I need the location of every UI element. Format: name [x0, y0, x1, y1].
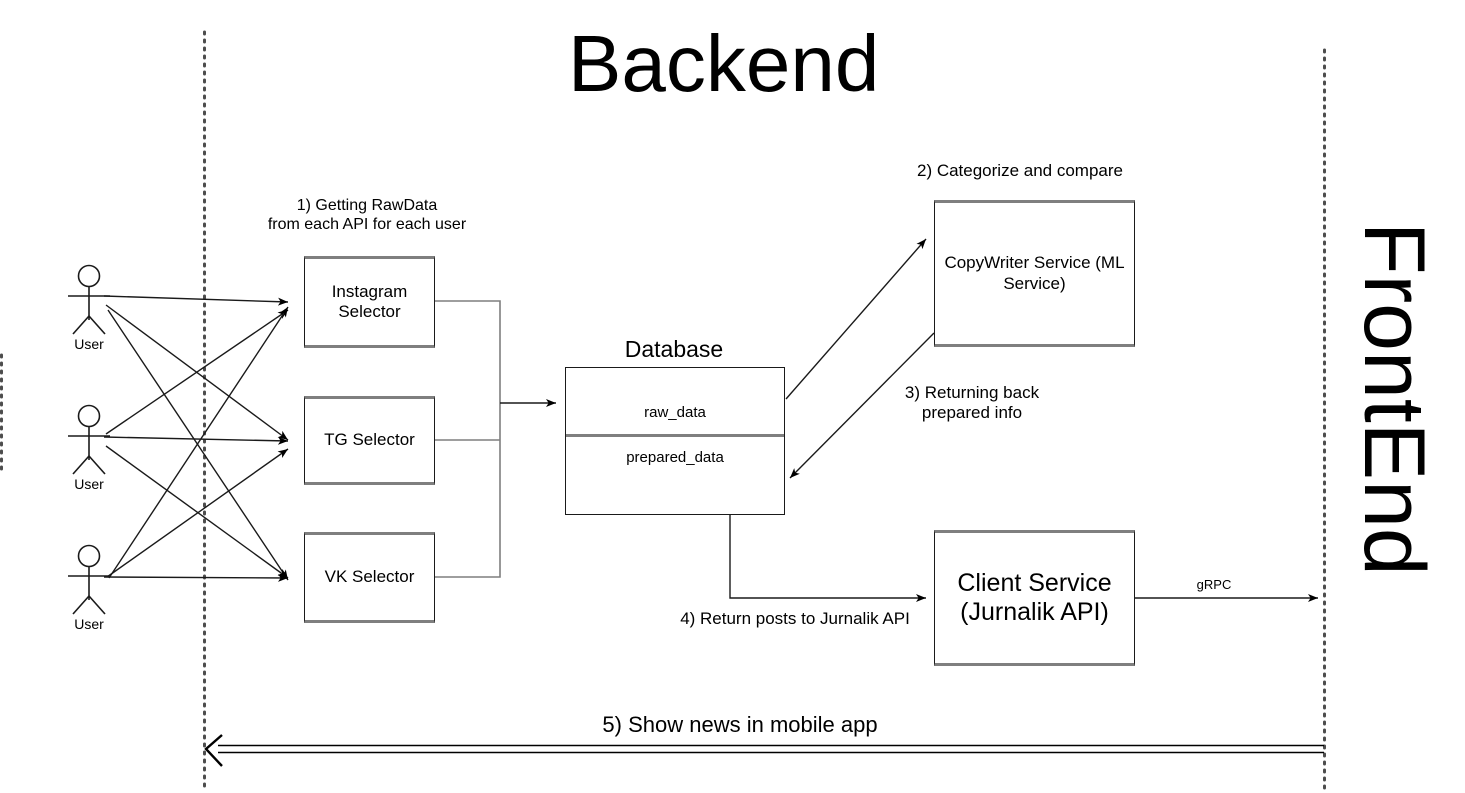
node-tg-selector[interactable]: TG Selector: [304, 396, 435, 485]
backend-title: Backend: [568, 19, 880, 108]
database-title: Database: [624, 336, 724, 362]
edge-label-grpc: gRPC: [1196, 577, 1232, 592]
node-vk-selector[interactable]: VK Selector: [304, 532, 435, 623]
edge-user1-instagram: [103, 295, 289, 306]
edge-user1-vk: [107, 309, 289, 581]
step-label-1: 1) Getting RawData from each API for eac…: [267, 197, 467, 234]
edge-user2-vk: [105, 445, 289, 579]
actor-user-1: [68, 264, 110, 335]
edge-user3-tg: [106, 448, 289, 578]
actor-user-2: [68, 404, 110, 475]
edge-database-copywriter: [785, 238, 927, 400]
edge-vk-bus: [435, 403, 501, 578]
edge-instagram-bus: [435, 300, 501, 403]
edge-user3-instagram: [108, 306, 289, 579]
node-client-service[interactable]: Client Service (Jurnalik API): [934, 530, 1135, 666]
step-label-4: 4) Return posts to Jurnalik API: [680, 609, 910, 628]
actor-user-3: [68, 544, 110, 615]
node-database[interactable]: raw_data prepared_data: [565, 367, 785, 515]
actor-label-user-3: User: [74, 616, 104, 632]
step-label-2: 2) Categorize and compare: [916, 161, 1123, 180]
database-table-raw-data: raw_data: [644, 404, 706, 421]
database-divider: [566, 434, 784, 437]
step-label-5: 5) Show news in mobile app: [602, 712, 878, 737]
edge-user2-tg: [103, 436, 289, 445]
node-instagram-selector[interactable]: Instagram Selector: [304, 256, 435, 348]
node-copywriter-service[interactable]: CopyWriter Service (ML Service): [934, 200, 1135, 347]
actor-label-user-2: User: [74, 476, 104, 492]
edge-database-client: [729, 515, 926, 602]
actor-label-user-1: User: [74, 336, 104, 352]
step-label-3: 3) Returning back prepared info: [904, 383, 1040, 423]
edge-user2-instagram: [105, 309, 289, 435]
database-table-prepared-data: prepared_data: [626, 449, 724, 466]
edge-copywriter-database: [789, 332, 935, 479]
edge-frontend-user-arrowhead: [204, 734, 223, 767]
frontend-title: FrontEnd: [1346, 222, 1442, 576]
edge-user3-vk: [103, 573, 289, 582]
